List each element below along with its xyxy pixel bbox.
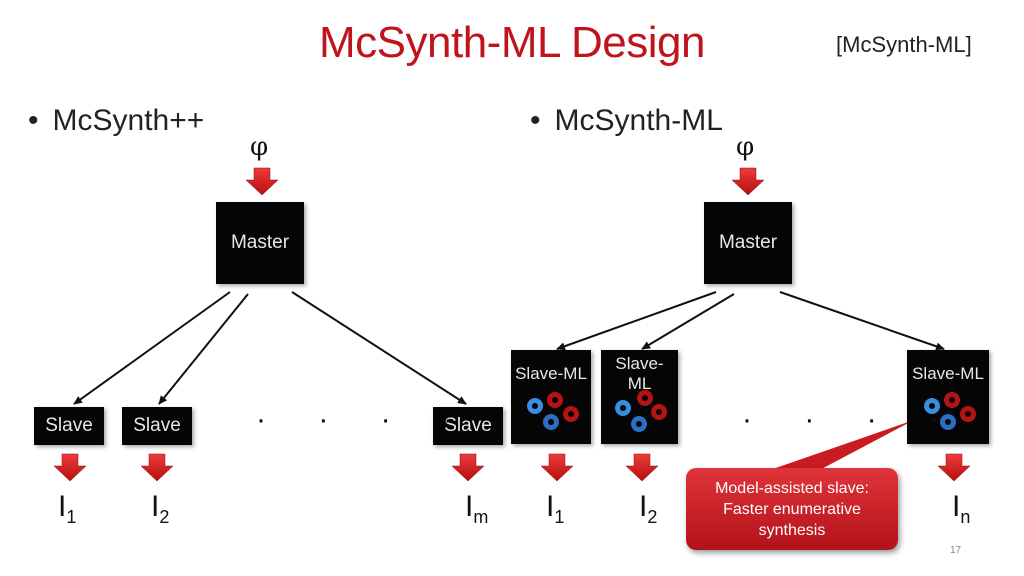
- edge-right-2: [641, 293, 735, 350]
- output-sub: n: [960, 507, 971, 527]
- slave-ml-2: Slave-ML: [601, 350, 678, 444]
- output-sub: m: [473, 507, 489, 527]
- down-arrow-icon: [53, 453, 87, 482]
- down-arrow-icon: [245, 167, 279, 196]
- bullet-left-label: McSynth++: [52, 104, 205, 137]
- edge-left-2: [158, 293, 249, 405]
- slave-left-1: Slave: [34, 407, 104, 445]
- callout-bubble: Model-assisted slave: Faster enumerative…: [686, 468, 898, 550]
- output-sub: 2: [159, 507, 170, 527]
- output-base: I: [546, 490, 555, 523]
- gears-icon: [924, 392, 976, 430]
- citation: [McSynth-ML]: [836, 32, 972, 57]
- output-sub: 2: [647, 507, 658, 527]
- slave-ml-label: Slave-ML: [912, 364, 984, 383]
- gears-icon: [527, 392, 579, 430]
- gears-icon: [615, 390, 667, 432]
- edge-left-1: [73, 291, 231, 405]
- output-left-2: I2: [151, 490, 169, 528]
- output-base: I: [58, 490, 67, 523]
- output-left-3: Im: [465, 490, 488, 528]
- down-arrow-icon: [937, 453, 971, 482]
- callout-text: Model-assisted slave: Faster enumerative…: [715, 479, 869, 539]
- phi-right: φ: [736, 132, 755, 162]
- down-arrow-icon: [451, 453, 485, 482]
- master-left: Master: [216, 202, 304, 284]
- bullet-dot: •: [530, 104, 541, 137]
- bullet-dot: •: [28, 104, 39, 137]
- bullet-right-label: McSynth-ML: [554, 104, 723, 137]
- slave-ml-label: Slave-ML: [615, 354, 664, 393]
- ellipsis-left: · · · ·: [256, 403, 475, 436]
- slave-left-2: Slave: [122, 407, 192, 445]
- output-right-1: I1: [546, 490, 564, 528]
- output-base: I: [952, 490, 961, 523]
- down-arrow-icon: [731, 167, 765, 196]
- down-arrow-icon: [140, 453, 174, 482]
- bullet-right: • McSynth-ML: [530, 104, 723, 138]
- output-left-1: I1: [58, 490, 76, 528]
- output-base: I: [151, 490, 160, 523]
- slave-ml-label: Slave-ML: [515, 364, 587, 383]
- output-base: I: [639, 490, 648, 523]
- output-sub: 1: [66, 507, 77, 527]
- output-base: I: [465, 490, 474, 523]
- bullet-left: • McSynth++: [28, 104, 204, 138]
- edge-left-3: [291, 291, 467, 405]
- down-arrow-icon: [540, 453, 574, 482]
- phi-left: φ: [250, 132, 269, 162]
- output-right-3: In: [952, 490, 970, 528]
- output-sub: 1: [554, 507, 565, 527]
- page-number: 17: [950, 545, 962, 556]
- edge-right-1: [556, 291, 717, 351]
- edge-right-3: [779, 291, 945, 351]
- callout-pointer: [770, 420, 914, 474]
- slave-left-3: Slave: [433, 407, 503, 445]
- slide-title: McSynth-ML Design: [319, 18, 706, 67]
- slave-ml-3: Slave-ML: [907, 350, 989, 444]
- master-right: Master: [704, 202, 792, 284]
- ellipsis-right: · · · ·: [742, 403, 961, 436]
- down-arrow-icon: [625, 453, 659, 482]
- output-right-2: I2: [639, 490, 657, 528]
- slave-ml-1: Slave-ML: [511, 350, 591, 444]
